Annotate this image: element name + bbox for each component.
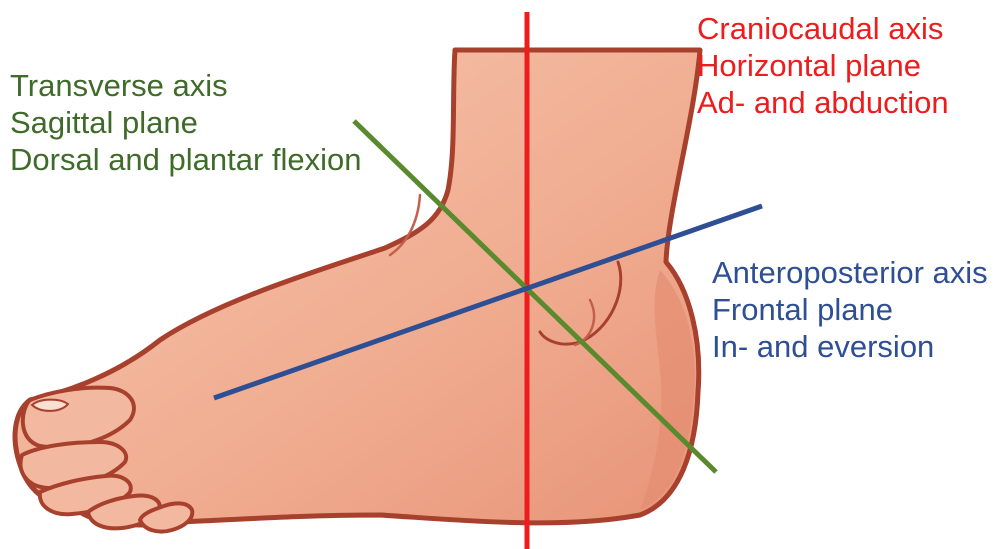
abduction-motion-label: Ad- and abduction [697, 84, 949, 121]
craniocaudal-axis-title: Craniocaudal axis [697, 10, 949, 47]
transverse-axis-title: Transverse axis [10, 67, 362, 104]
anteroposterior-axis-labels: Anteroposterior axis Frontal plane In- a… [712, 254, 988, 365]
big-toenail [32, 400, 68, 411]
craniocaudal-axis-labels: Craniocaudal axis Horizontal plane Ad- a… [697, 10, 949, 121]
anteroposterior-axis-title: Anteroposterior axis [712, 254, 988, 291]
sagittal-plane-label: Sagittal plane [10, 104, 362, 141]
transverse-axis-labels: Transverse axis Sagittal plane Dorsal an… [10, 67, 362, 178]
eversion-motion-label: In- and eversion [712, 328, 988, 365]
horizontal-plane-label: Horizontal plane [697, 47, 949, 84]
flexion-motion-label: Dorsal and plantar flexion [10, 141, 362, 178]
frontal-plane-label: Frontal plane [712, 291, 988, 328]
